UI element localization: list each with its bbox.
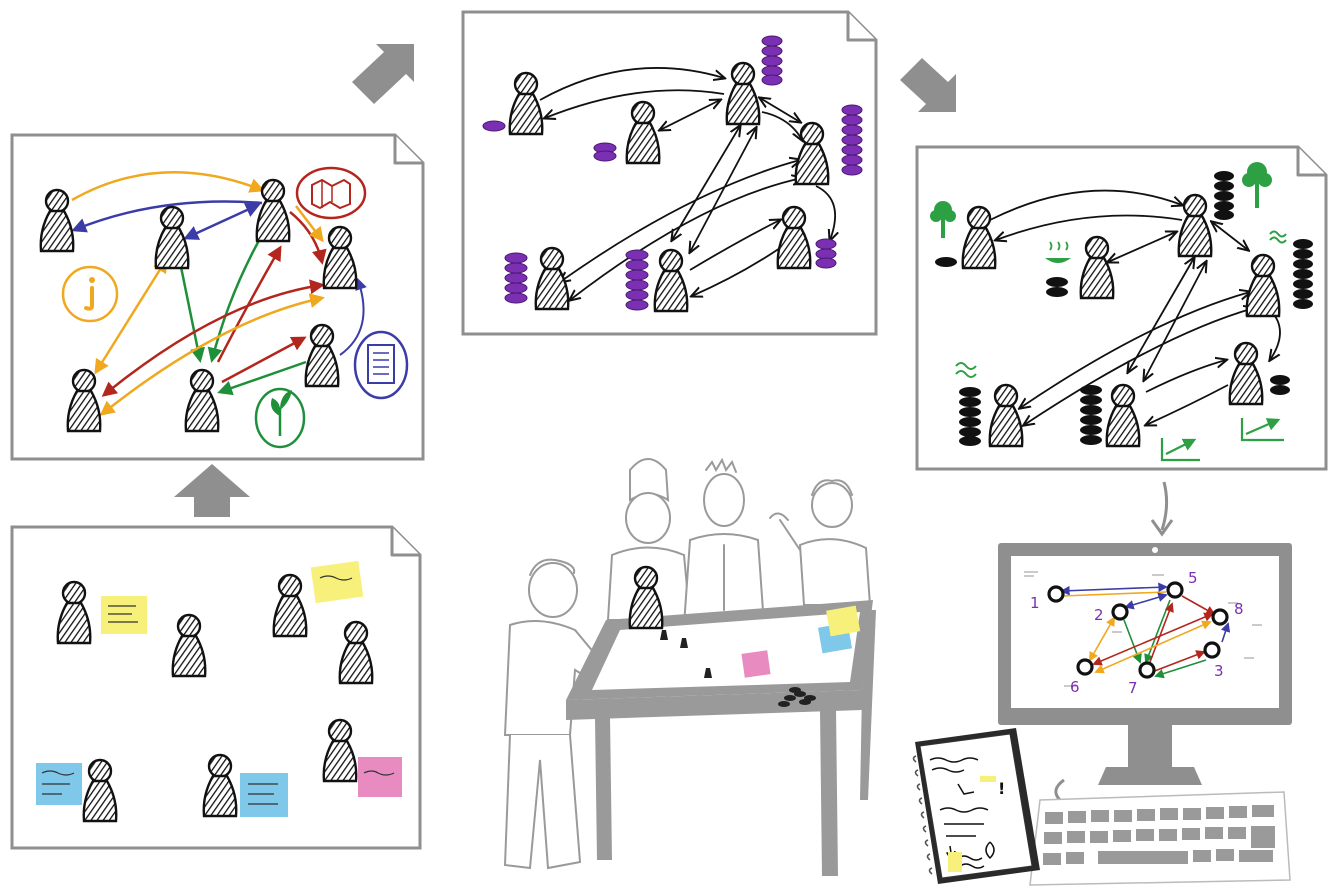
actor-pawn (171, 613, 207, 678)
relation-arrow (71, 171, 265, 202)
sticky-note (358, 757, 402, 797)
arrow-right-icon (352, 44, 414, 104)
growth-chart-icon (1240, 418, 1284, 442)
node-label: 1 (1030, 594, 1040, 612)
actor-pawn (154, 205, 190, 270)
growth-chart-icon (1160, 438, 1200, 462)
workshop-people-table (503, 457, 876, 876)
actor-pawn (961, 205, 997, 270)
actor-pawn (338, 620, 374, 685)
info-icon (61, 265, 119, 323)
actor-pawn (1177, 193, 1213, 258)
wave-icon (955, 362, 977, 378)
map-icon (295, 166, 367, 220)
panel-actor-relations (10, 133, 425, 461)
plant-icon (254, 387, 306, 449)
arrow-up-icon (174, 464, 250, 517)
sticky-note (310, 560, 364, 604)
relation-arrow (71, 200, 263, 233)
actor-pawn (82, 758, 118, 823)
relation-arrow (217, 360, 307, 396)
actor-pawn (628, 565, 664, 630)
actor-pawn (534, 246, 570, 311)
purple-token-stack (482, 35, 863, 311)
node-label: 2 (1094, 606, 1104, 624)
actor-pawn (1245, 253, 1281, 318)
table-pawns (628, 565, 664, 630)
node-label: 3 (1214, 662, 1224, 680)
node-label: 7 (1128, 679, 1138, 697)
svg-text:!: ! (998, 779, 1005, 798)
actor-pawn (508, 71, 544, 136)
actor-pawn (1105, 383, 1141, 448)
notebook: ! (912, 728, 1040, 884)
actor-pawn (66, 368, 102, 433)
actor-pawn (255, 178, 291, 243)
tree-icon (930, 201, 956, 240)
actor-pawn (39, 188, 75, 253)
panel-resource-flows (461, 10, 878, 336)
arrow-down-icon (1160, 481, 1169, 531)
actor-pawn (776, 205, 812, 270)
node-label: 6 (1070, 678, 1080, 696)
relation-arrow (221, 336, 307, 384)
sticky-note (101, 596, 147, 634)
actor-pawn (653, 248, 689, 313)
actor-pawn (1228, 341, 1264, 406)
actor-pawn (184, 368, 220, 433)
keyboard (1029, 791, 1291, 886)
arrow-right-down-icon (900, 58, 956, 112)
actor-pawn (322, 225, 358, 290)
actor-pawn (202, 753, 238, 818)
document-icon (353, 330, 409, 400)
sticky-note (240, 773, 288, 817)
black-token-stack (935, 171, 1313, 446)
actor-pawn (56, 580, 92, 645)
food-bowl-icon (1045, 241, 1071, 263)
relation-arrow (339, 277, 367, 356)
actor-pawn (304, 323, 340, 388)
relation-arrow (183, 203, 261, 240)
node-label: 8 (1234, 600, 1244, 618)
actor-pawn (1079, 235, 1115, 300)
panel-resource-outcomes (915, 145, 1328, 471)
actor-pawn (272, 573, 308, 638)
table-tokens (660, 630, 816, 707)
tree-icon (1242, 162, 1272, 208)
wave-icon (1269, 230, 1287, 244)
relation-arrow (99, 293, 325, 416)
panel-actors-sticky-notes (10, 525, 422, 850)
network-graph: 1 2 5 8 6 7 3 (1024, 569, 1262, 697)
actor-pawn (725, 61, 761, 126)
actor-pawn (794, 121, 830, 186)
node-label: 5 (1188, 569, 1198, 587)
actor-pawn (322, 718, 358, 783)
sticky-note (36, 763, 82, 805)
actor-pawn (988, 383, 1024, 448)
actor-pawn (625, 100, 661, 165)
relation-arrow (295, 205, 324, 243)
